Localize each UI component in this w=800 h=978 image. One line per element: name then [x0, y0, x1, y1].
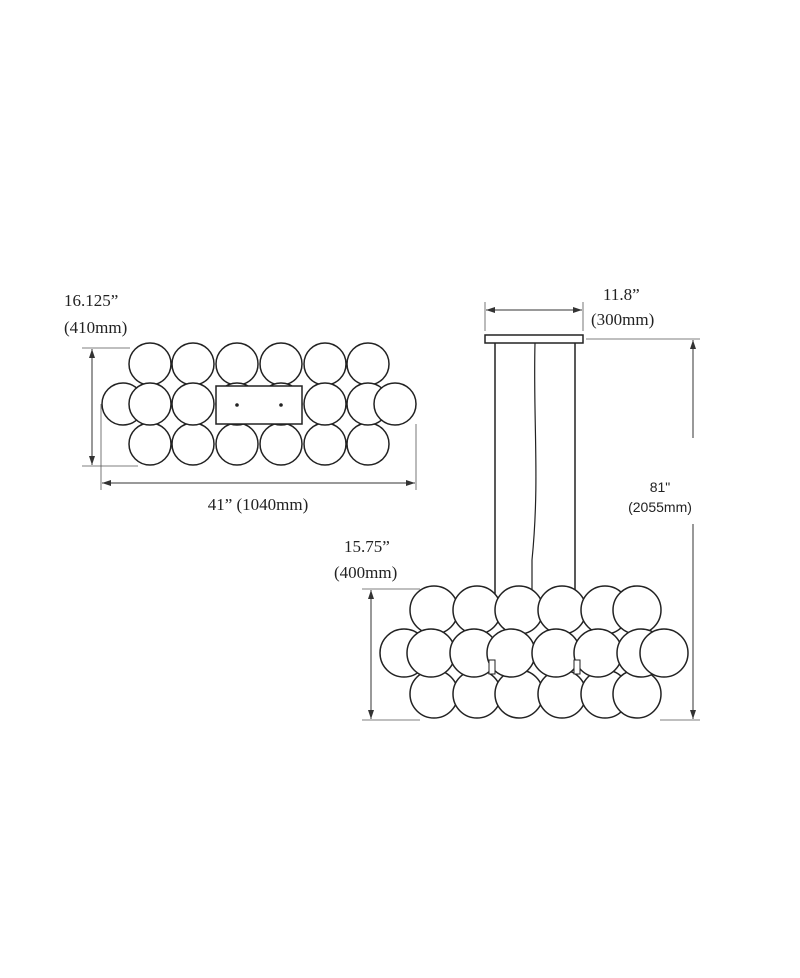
globe: [171, 382, 215, 426]
globe: [494, 669, 544, 719]
globe: [537, 585, 587, 635]
globe: [531, 628, 581, 678]
top-view: 16.125” (410mm) 41” (1040mm): [64, 291, 417, 514]
globe: [409, 585, 459, 635]
power-cord: [531, 342, 537, 595]
globe: [612, 585, 662, 635]
globe: [494, 585, 544, 635]
depth-inches-label: 16.125”: [64, 291, 118, 310]
globe: [303, 342, 347, 386]
socket-left: [488, 659, 496, 675]
globe: [303, 422, 347, 466]
canopy-screw-right-icon: [279, 403, 283, 407]
ceiling-canopy: [484, 334, 584, 344]
body-height-inches-label: 15.75”: [344, 537, 390, 556]
body-height-dimension: [362, 588, 420, 721]
globe: [346, 422, 390, 466]
globe: [128, 382, 172, 426]
canopy-dimension: [484, 302, 584, 331]
side-view-globes: [379, 585, 689, 719]
globe: [537, 669, 587, 719]
globe: [452, 585, 502, 635]
top-view-canopy-plate: [215, 385, 303, 425]
depth-mm-label: (410mm): [64, 318, 127, 337]
globe: [259, 342, 303, 386]
socket-right: [573, 659, 581, 675]
canopy-mm-label: (300mm): [591, 310, 654, 329]
overall-height-dimension: [586, 338, 700, 721]
globe: [373, 382, 417, 426]
globe: [346, 342, 390, 386]
globe: [259, 422, 303, 466]
canopy-screw-left-icon: [235, 403, 239, 407]
globe: [128, 342, 172, 386]
depth-dimension: [82, 347, 138, 467]
globe: [215, 342, 259, 386]
side-view: 11.8” (300mm) 81" (2055mm) 15.75” (400mm…: [334, 285, 700, 721]
width-dimension: [100, 404, 417, 490]
overall-height-mm-label: (2055mm): [628, 499, 692, 515]
canopy-inches-label: 11.8”: [603, 285, 640, 304]
globe: [171, 422, 215, 466]
globe: [573, 628, 623, 678]
globe: [128, 422, 172, 466]
top-view-globes: [101, 342, 417, 466]
globe: [406, 628, 456, 678]
overall-height-inches-label: 81": [650, 479, 671, 495]
globe: [171, 342, 215, 386]
globe: [639, 628, 689, 678]
globe: [215, 422, 259, 466]
globe: [303, 382, 347, 426]
width-label: 41” (1040mm): [208, 495, 309, 514]
body-height-mm-label: (400mm): [334, 563, 397, 582]
